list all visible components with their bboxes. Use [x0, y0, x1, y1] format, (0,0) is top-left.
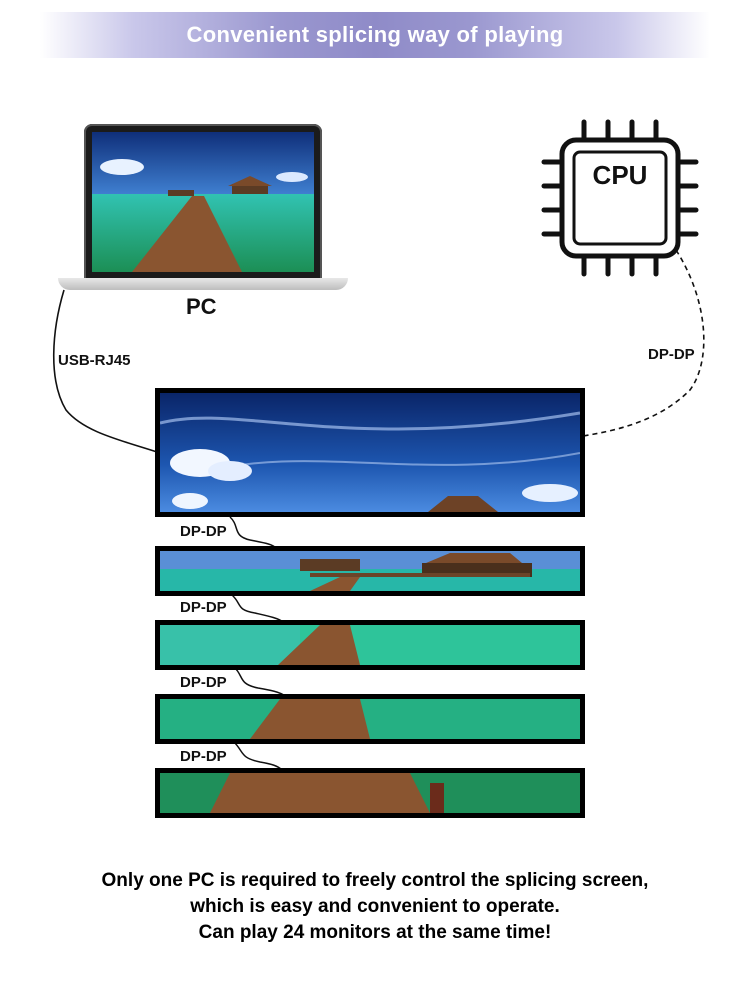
cpu-dp-label: DP-DP [648, 346, 695, 363]
splice-monitor-4 [155, 694, 585, 744]
laptop-lid [84, 124, 322, 280]
monitor-5-image [160, 773, 580, 813]
monitor-3-image [160, 625, 580, 665]
dp-label-1: DP-DP [180, 523, 227, 540]
laptop-base [58, 278, 348, 290]
cpu-label: CPU [592, 160, 648, 190]
footer-caption: Only one PC is required to freely contro… [40, 868, 710, 946]
usb-rj45-cable [52, 289, 158, 453]
pc-laptop [58, 124, 348, 294]
caption-line-3: Can play 24 monitors at the same time! [198, 922, 552, 943]
dp-cable-cpu [582, 249, 705, 437]
dp-label-2: DP-DP [180, 599, 227, 616]
splice-monitor-1 [155, 388, 585, 517]
dp-cable-4 [233, 741, 283, 771]
splice-monitor-2 [155, 546, 585, 596]
caption-line-1: Only one PC is required to freely contro… [101, 870, 649, 891]
laptop-screen [92, 132, 314, 272]
caption-line-2: which is easy and convenient to operate. [190, 896, 560, 917]
splice-monitor-5 [155, 768, 585, 818]
monitor-4-image [160, 699, 580, 739]
laptop-wallpaper [92, 132, 314, 272]
page-title: Convenient splicing way of playing [186, 22, 564, 47]
monitor-2-image [160, 551, 580, 591]
dp-cable-1 [229, 516, 277, 549]
dp-cable-2 [231, 594, 284, 623]
dp-label-3: DP-DP [180, 674, 227, 691]
title-banner: Convenient splicing way of playing [40, 12, 710, 58]
monitor-1-image [160, 393, 580, 512]
cpu-chip-icon [541, 119, 699, 277]
cpu-chip: CPU [540, 118, 700, 278]
dp-label-4: DP-DP [180, 748, 227, 765]
pc-label: PC [186, 294, 217, 319]
dp-cable-3 [233, 666, 286, 697]
usb-rj45-label: USB-RJ45 [58, 352, 131, 369]
splice-monitor-3 [155, 620, 585, 670]
